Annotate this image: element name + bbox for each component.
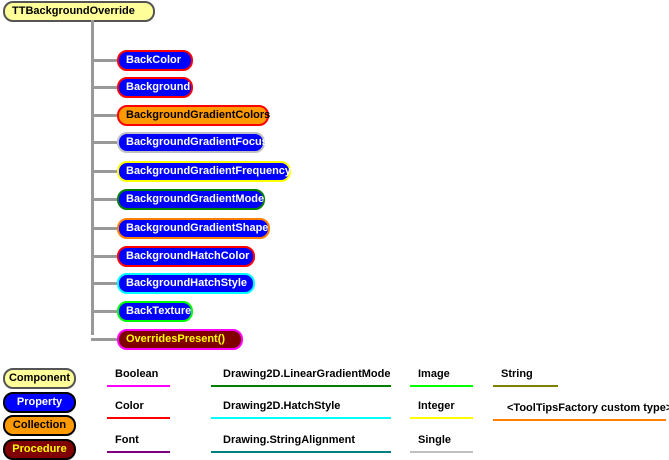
legend-type-line [211,417,391,419]
member-node-backgroundgradientfrequency[interactable]: BackgroundGradientFrequency [117,161,291,182]
legend-type-label: Single [418,434,452,446]
legend-type-label: Integer [418,400,455,412]
branch-connector [91,282,117,285]
member-node-backgroundhatchcolor[interactable]: BackgroundHatchColor [117,246,255,267]
legend-type-label: Color [115,400,144,412]
legend-type-line [107,451,170,453]
member-node-backgroundgradientfocus[interactable]: BackgroundGradientFocus [117,132,268,153]
legend-type-label: Drawing2D.LinearGradientMode [223,368,391,380]
member-node-backgroundgradientshape[interactable]: BackgroundGradientShape [117,218,270,239]
member-node-background[interactable]: Background [117,77,193,98]
legend-type-label: Drawing2D.HatchStyle [223,400,341,412]
branch-connector [91,310,117,313]
branch-connector [91,227,117,230]
member-node-backcolor[interactable]: BackColor [117,50,193,71]
branch-connector [91,86,117,89]
branch-connector [91,114,117,117]
legend-type-line [410,417,473,419]
member-node-backgroundhatchstyle[interactable]: BackgroundHatchStyle [117,273,255,294]
legend-type-label: <ToolTipsFactory custom type> [507,402,669,414]
legend-type-line [107,417,170,419]
branch-connector [91,170,117,173]
legend-type-line [211,451,391,453]
member-node-overridespresent[interactable]: OverridesPresent() [117,329,243,350]
branch-connector [91,198,117,201]
legend-type-line [410,385,473,387]
branch-connector [91,141,117,144]
member-node-backgroundgradientmode[interactable]: BackgroundGradientMode [117,189,265,210]
member-node-backtexture[interactable]: BackTexture [117,301,193,322]
branch-connector [91,255,117,258]
legend-type-line [211,385,391,387]
legend-type-label: Image [418,368,450,380]
root-node[interactable]: TTBackgroundOverride [3,1,155,22]
legend-type-line [493,419,666,421]
legend-type-label: Boolean [115,368,159,380]
tree-trunk-connector [91,20,94,335]
branch-connector [91,59,117,62]
legend-component: Component [3,368,76,389]
legend-type-line [107,385,170,387]
branch-connector [91,338,117,341]
legend-type-line [410,451,473,453]
legend-type-label: String [501,368,533,380]
legend-procedure: Procedure [3,439,76,460]
legend-type-label: Font [115,434,139,446]
member-node-backgroundgradientcolors[interactable]: BackgroundGradientColors [117,105,270,126]
legend-type-label: Drawing.StringAlignment [223,434,355,446]
legend-property: Property [3,392,76,413]
legend-type-line [493,385,558,387]
legend-collection: Collection [3,415,76,436]
